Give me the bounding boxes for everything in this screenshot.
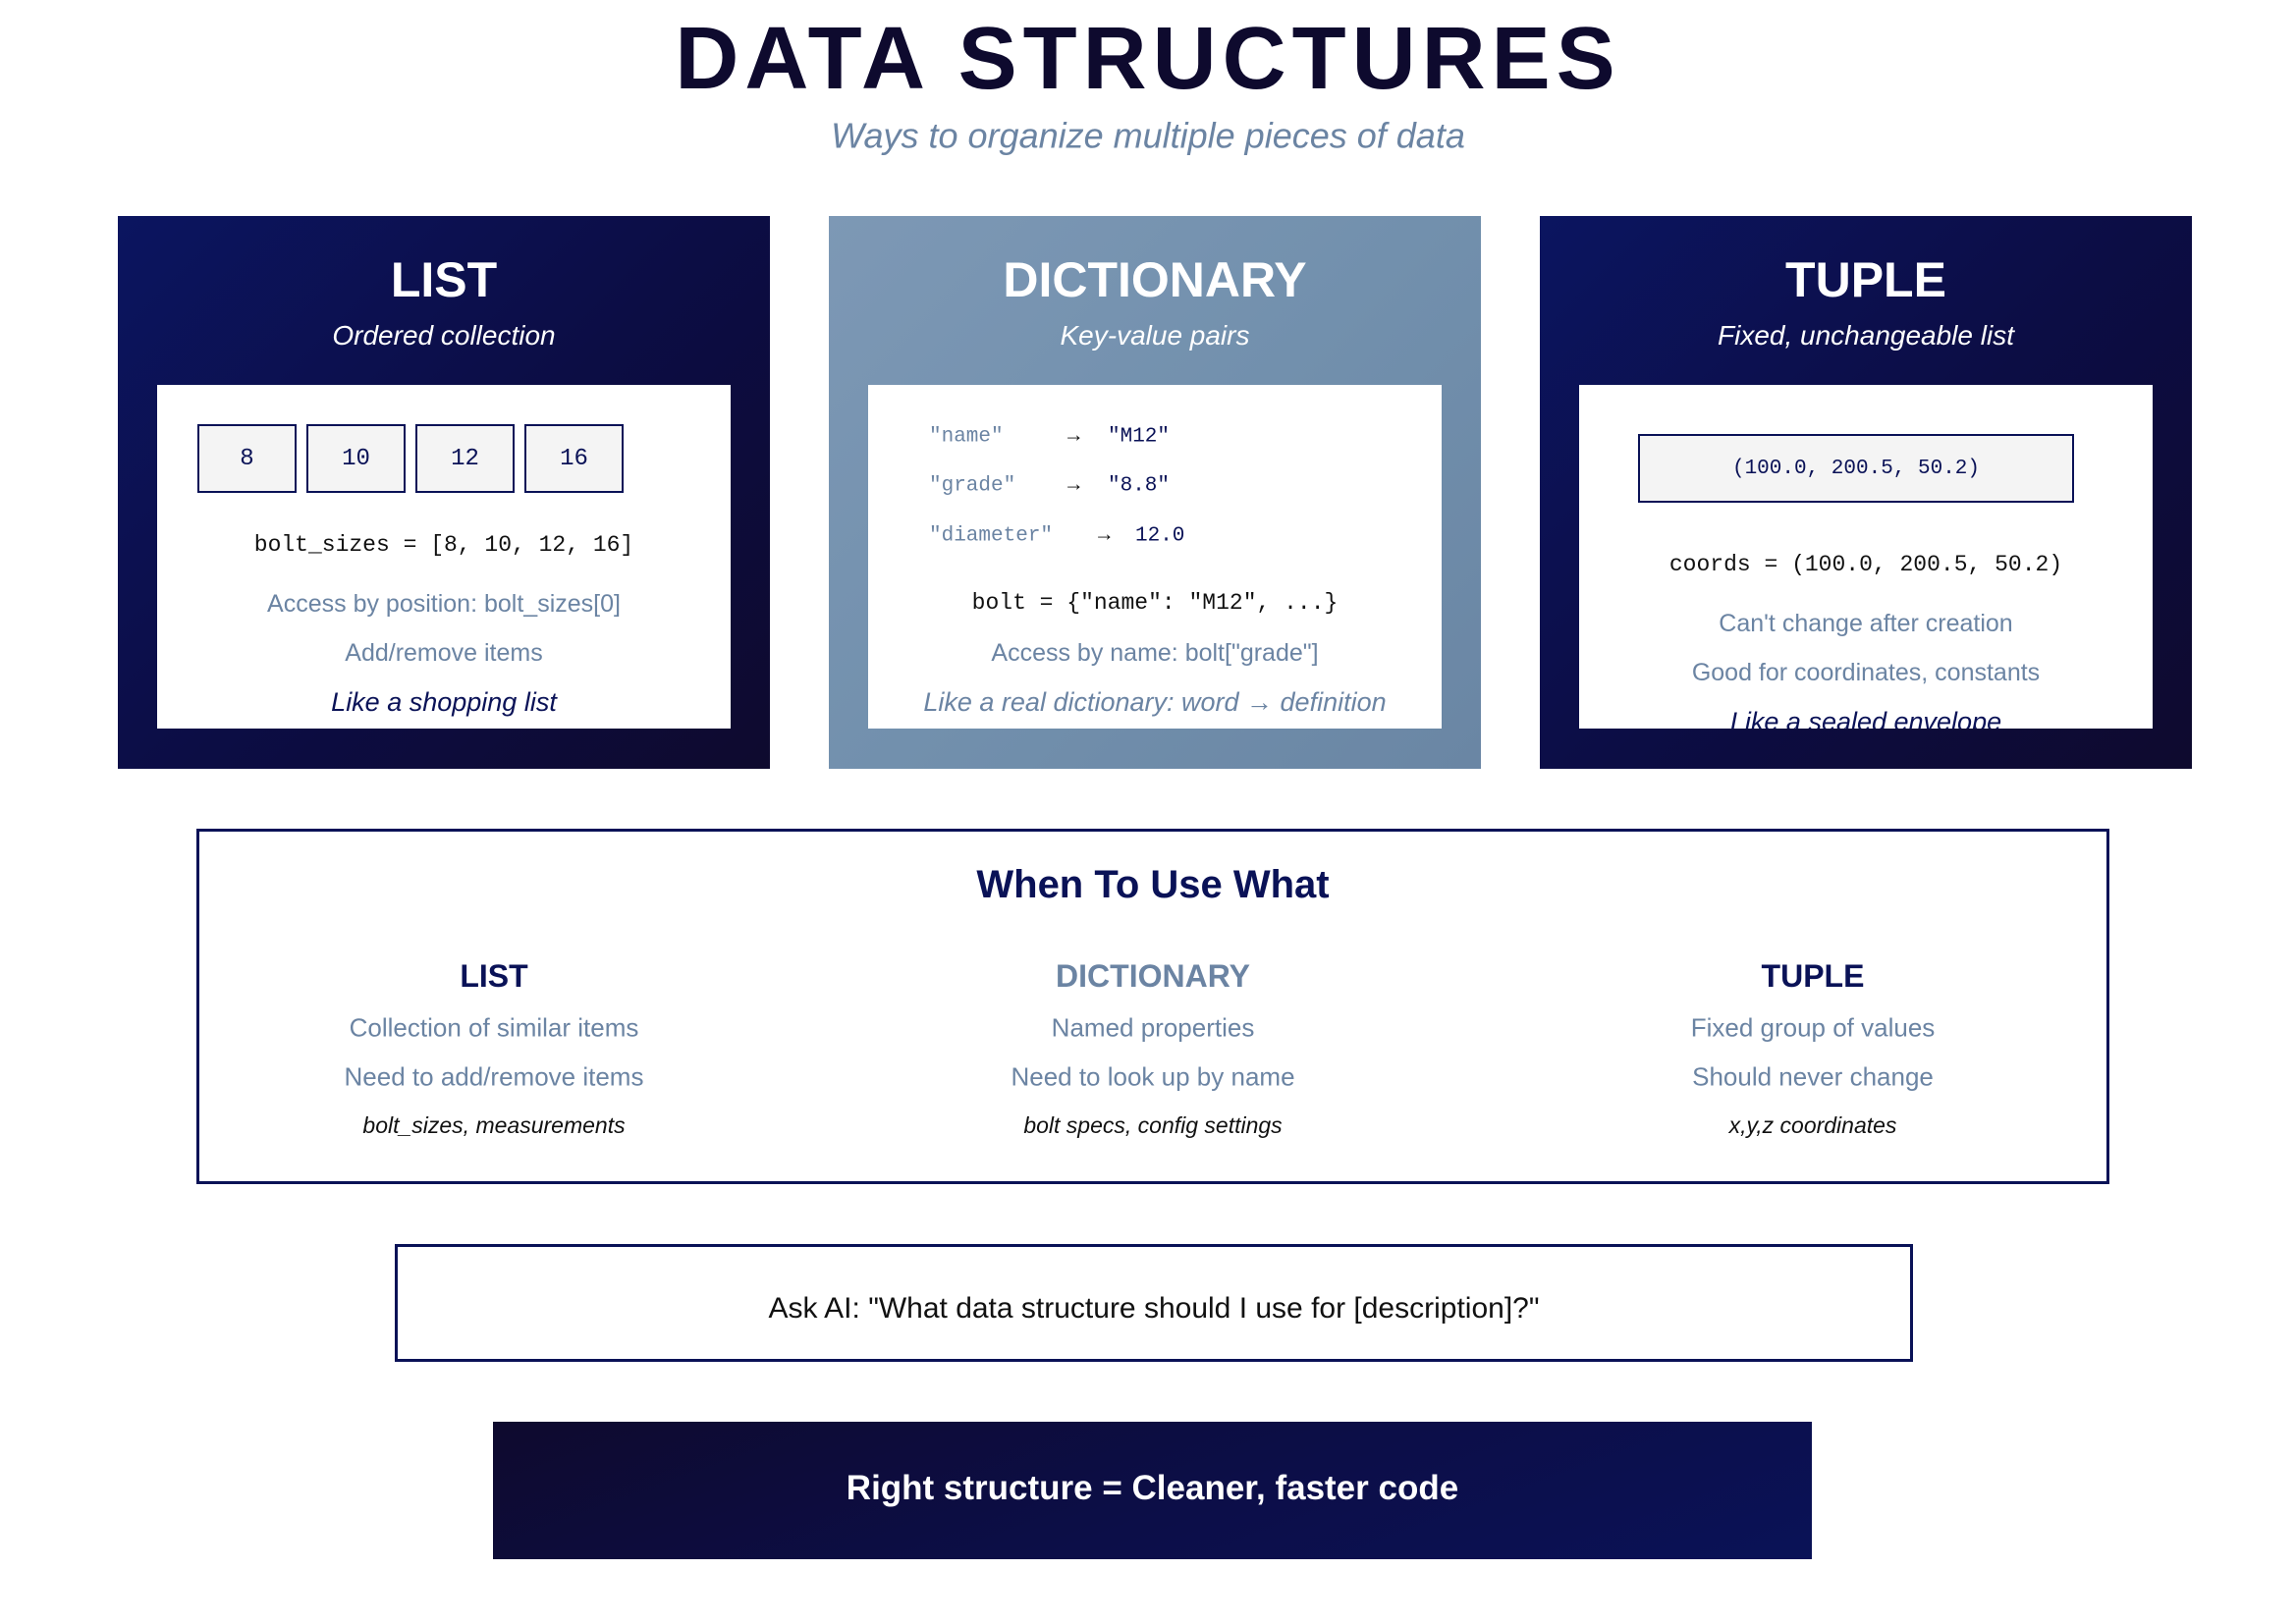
arrow-icon: →: [1098, 524, 1111, 548]
summary-banner: Right structure = Cleaner, faster code: [493, 1422, 1812, 1559]
dict-value: 12.0: [1135, 524, 1185, 548]
panel-title: When To Use What: [976, 863, 1330, 906]
dict-key: "grade": [929, 474, 1016, 498]
when-to-use-panel: When To Use What LIST Collection of simi…: [196, 829, 2109, 1184]
column-example: x,y,z coordinates: [1728, 1112, 1897, 1139]
note: Access by name: bolt["grade"]: [991, 639, 1319, 667]
card-title: DICTIONARY: [1003, 252, 1307, 307]
card-subtitle: Key-value pairs: [1060, 320, 1250, 352]
column-heading: TUPLE: [1761, 957, 1865, 994]
column-line: Need to look up by name: [1011, 1061, 1295, 1092]
tuple-value-box: (100.0, 200.5, 50.2): [1638, 434, 2074, 503]
column-line: Named properties: [1051, 1012, 1255, 1043]
list-cell: 8: [197, 424, 297, 493]
analogy: Like a real dictionary: word → definitio…: [923, 686, 1387, 717]
list-cell: 12: [415, 424, 515, 493]
when-column-tuple: TUPLE Fixed group of values Should never…: [1518, 832, 2107, 1181]
note: Add/remove items: [345, 639, 543, 667]
list-card: LIST Ordered collection 8 10 12 16 bolt_…: [118, 216, 770, 769]
column-heading: DICTIONARY: [1056, 957, 1250, 994]
column-example: bolt specs, config settings: [1023, 1112, 1283, 1139]
page-title: DATA STRUCTURES: [675, 10, 1621, 108]
card-subtitle: Ordered collection: [332, 320, 556, 352]
page-subtitle: Ways to organize multiple pieces of data: [831, 115, 1465, 156]
when-column-dictionary: DICTIONARY Named properties Need to look…: [858, 832, 1448, 1181]
column-line: Fixed group of values: [1690, 1012, 1936, 1043]
column-line: Should never change: [1692, 1061, 1934, 1092]
code-line: bolt_sizes = [8, 10, 12, 16]: [253, 532, 634, 559]
note: Good for coordinates, constants: [1691, 659, 2041, 686]
column-heading: LIST: [460, 957, 528, 994]
arrow-icon: →: [1067, 425, 1080, 449]
code-line: coords = (100.0, 200.5, 50.2): [1668, 552, 2063, 578]
ai-prompt-box: Ask AI: "What data structure should I us…: [395, 1244, 1913, 1362]
dictionary-card: DICTIONARY Key-value pairs "name" → "M12…: [829, 216, 1481, 769]
list-cell: 10: [306, 424, 406, 493]
column-example: bolt_sizes, measurements: [362, 1112, 626, 1139]
card-title: LIST: [390, 252, 498, 307]
card-body: 8 10 12 16 bolt_sizes = [8, 10, 12, 16] …: [157, 385, 731, 729]
dict-value: "M12": [1108, 425, 1171, 449]
card-body: "name" → "M12" "grade" → "8.8" "diameter…: [868, 385, 1442, 729]
note: Access by position: bolt_sizes[0]: [267, 590, 621, 618]
card-body: (100.0, 200.5, 50.2) coords = (100.0, 20…: [1579, 385, 2153, 729]
tuple-card: TUPLE Fixed, unchangeable list (100.0, 2…: [1540, 216, 2192, 769]
dict-key: "name": [929, 425, 1004, 449]
card-subtitle: Fixed, unchangeable list: [1718, 320, 2014, 352]
ai-prompt-text: Ask AI: "What data structure should I us…: [768, 1292, 1540, 1325]
dict-key: "diameter": [929, 524, 1054, 548]
code-line: bolt = {"name": "M12", ...}: [971, 590, 1339, 617]
dict-value: "8.8": [1108, 474, 1171, 498]
when-column-list: LIST Collection of similar items Need to…: [199, 832, 789, 1181]
analogy: Like a shopping list: [331, 686, 557, 717]
summary-text: Right structure = Cleaner, faster code: [846, 1469, 1459, 1507]
note: Can't change after creation: [1719, 610, 2013, 637]
arrow-icon: →: [1067, 474, 1080, 498]
list-cell: 16: [524, 424, 624, 493]
card-title: TUPLE: [1785, 252, 1946, 307]
analogy: Like a sealed envelope: [1729, 706, 2002, 729]
column-line: Need to add/remove items: [344, 1061, 644, 1092]
column-line: Collection of similar items: [349, 1012, 639, 1043]
